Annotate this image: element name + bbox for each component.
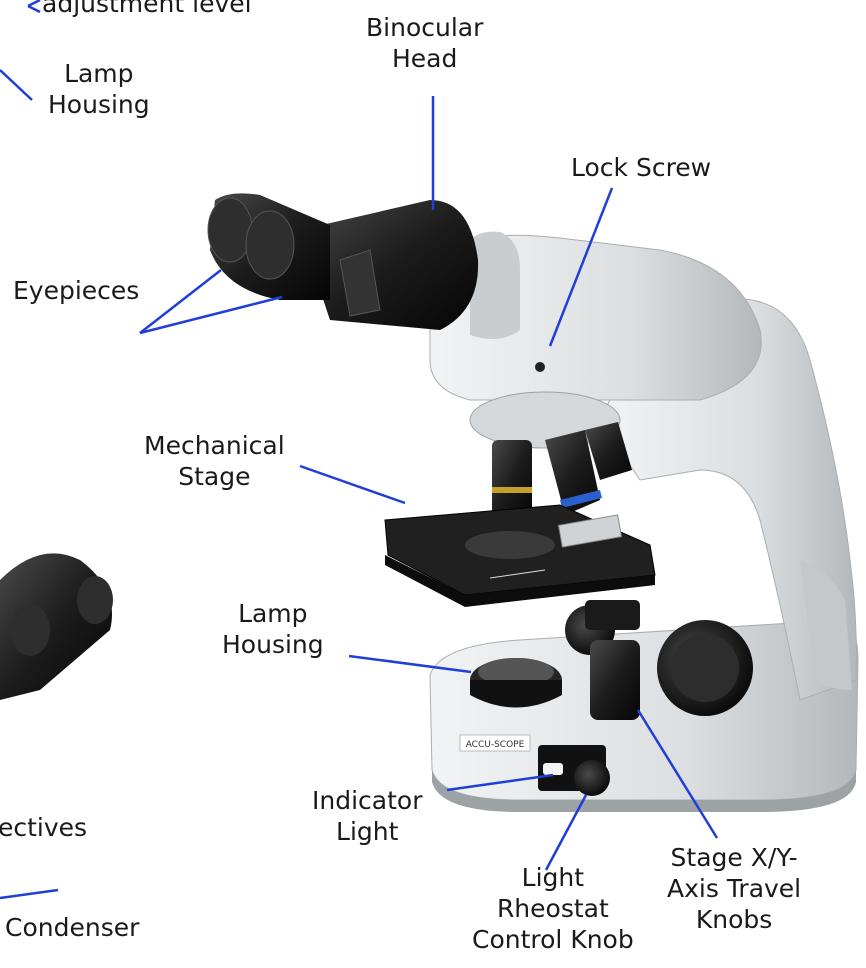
- label-lamp-housing-top: Lamp Housing: [48, 58, 150, 120]
- label-indicator-light-line1: Indicator: [312, 785, 422, 816]
- brand-badge: ACCU-SCOPE: [466, 740, 525, 750]
- label-mechanical-stage: Mechanical Stage: [144, 430, 285, 492]
- label-lamp-housing-mid-line1: Lamp: [222, 598, 324, 629]
- label-stage-knobs-line1: Stage X/Y-: [667, 842, 801, 873]
- label-condenser: Condenser: [5, 912, 139, 943]
- label-light-rheostat: Light Rheostat Control Knob: [472, 862, 634, 955]
- label-stage-knobs-line3: Knobs: [667, 904, 801, 935]
- label-light-rheostat-line3: Control Knob: [472, 924, 634, 955]
- label-stage-knobs-line2: Axis Travel: [667, 873, 801, 904]
- label-lock-screw: Lock Screw: [571, 152, 711, 183]
- label-objectives: ectives: [0, 812, 87, 843]
- label-binocular-head-line1: Binocular: [366, 12, 483, 43]
- label-eyepieces: Eyepieces: [13, 275, 139, 306]
- label-lock-screw-text: Lock Screw: [571, 152, 711, 183]
- label-objectives-text: ectives: [0, 812, 87, 843]
- label-adjustment-level: adjustment level: [42, 0, 252, 19]
- side-microscope-partial: [0, 553, 113, 700]
- label-lamp-housing-mid-line2: Housing: [222, 629, 324, 660]
- label-mechanical-stage-line2: Stage: [144, 461, 285, 492]
- label-light-rheostat-line2: Rheostat: [472, 893, 634, 924]
- label-adjustment-level-text: adjustment level: [42, 0, 252, 19]
- label-light-rheostat-line1: Light: [472, 862, 634, 893]
- label-lamp-housing-top-line1: Lamp: [48, 58, 150, 89]
- eyepiece-tubes: [208, 193, 478, 330]
- label-lamp-housing-mid: Lamp Housing: [222, 598, 324, 660]
- label-binocular-head-line2: Head: [366, 43, 483, 74]
- label-mechanical-stage-line1: Mechanical: [144, 430, 285, 461]
- label-indicator-light: Indicator Light: [312, 785, 422, 847]
- label-stage-knobs: Stage X/Y- Axis Travel Knobs: [667, 842, 801, 935]
- label-eyepieces-text: Eyepieces: [13, 275, 139, 306]
- label-lamp-housing-top-line2: Housing: [48, 89, 150, 120]
- label-condenser-text: Condenser: [5, 912, 139, 943]
- label-binocular-head: Binocular Head: [366, 12, 483, 74]
- label-indicator-light-line2: Light: [312, 816, 422, 847]
